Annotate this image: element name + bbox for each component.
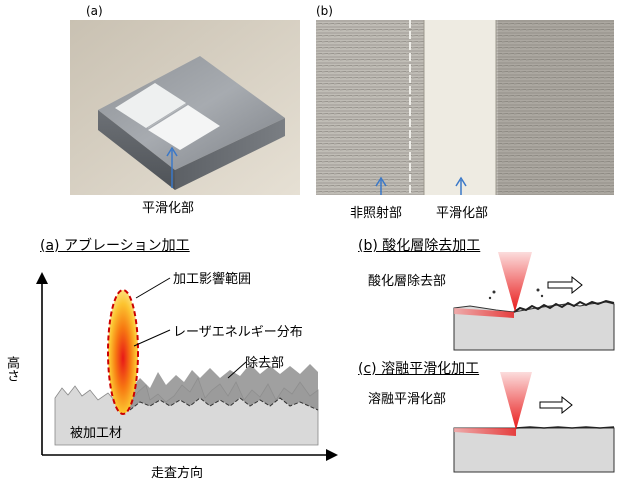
pointer-arrow-b-right-icon: [455, 176, 467, 195]
photo-pointer-arrows: [166, 146, 467, 195]
pointer-arrow-a-icon: [166, 146, 178, 188]
y-axis-arrow-icon: [36, 272, 48, 284]
x-axis-label: 走査方向: [151, 466, 204, 481]
melt-title: (c) 溶融平滑化加工: [358, 361, 480, 377]
workpiece-label: 被加工材: [70, 426, 123, 441]
scan-arrow-b-icon: [547, 275, 583, 295]
photo-b-label-right: 平滑化部: [436, 206, 489, 221]
ablation-title: (a) アブレーション加工: [40, 238, 190, 254]
laser-beam-b: [498, 252, 532, 312]
oxide-title: (b) 酸化層除去加工: [358, 238, 481, 254]
melt-diagram: [453, 372, 615, 473]
photo-b-letter: (b): [316, 4, 333, 18]
melt-label: 溶融平滑化部: [368, 392, 447, 407]
photo-a-label: 平滑化部: [142, 201, 195, 216]
removed-label: 除去部: [245, 356, 285, 371]
laser-plume: [107, 289, 139, 415]
x-axis-arrow-icon: [326, 449, 338, 461]
removed-region: [130, 364, 318, 410]
plume-label: 加工影響範囲: [173, 272, 252, 287]
oxide-diagram: [453, 252, 615, 351]
energy-label: レーザエネルギー分布: [173, 325, 303, 340]
pointer-arrow-b-left-icon: [375, 176, 387, 195]
photo-a-letter: (a): [86, 4, 103, 18]
laser-beam-c: [500, 372, 532, 430]
oxide-label: 酸化層除去部: [368, 274, 447, 289]
y-axis-label: 高さ: [4, 356, 19, 382]
photo-b: [316, 20, 614, 195]
photo-a: [70, 20, 300, 195]
photo-b-label-left: 非照射部: [350, 206, 403, 221]
ablation-diagram: [36, 272, 338, 461]
scan-arrow-c-icon: [539, 395, 573, 415]
